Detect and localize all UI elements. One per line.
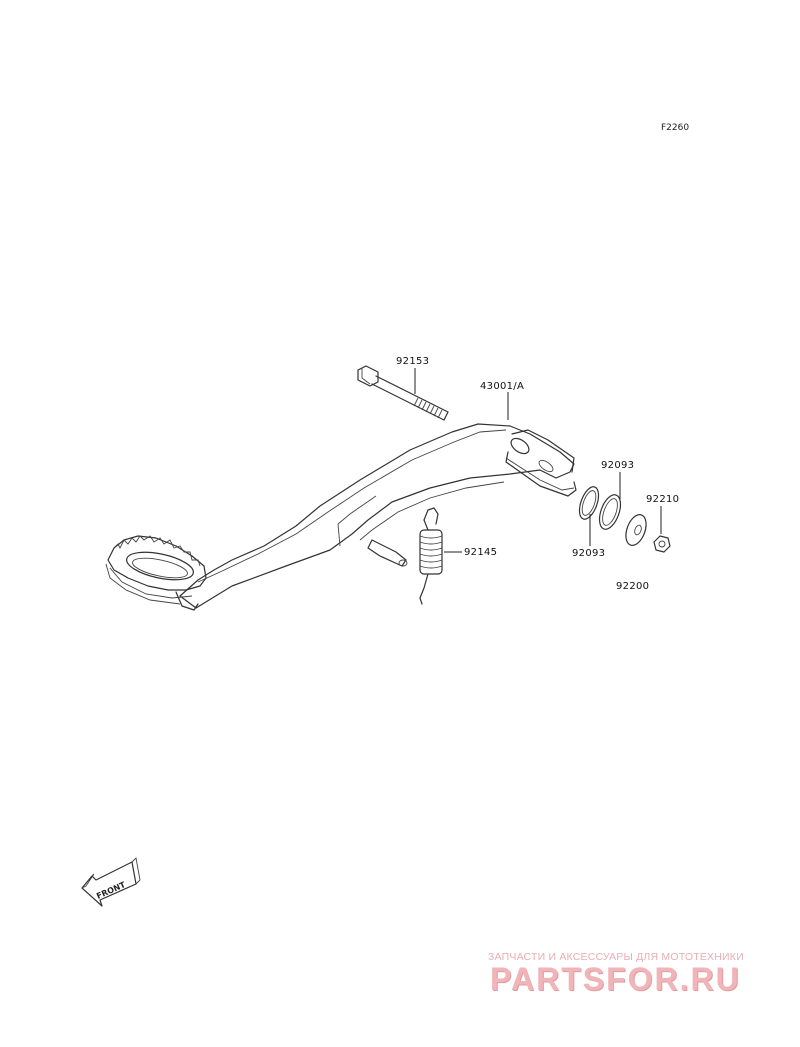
label-bolt: 92153 [396, 356, 429, 367]
label-spring: 92145 [464, 547, 497, 558]
nut-92200 [653, 535, 671, 553]
washer-92210 [625, 514, 647, 546]
oring-upper-92093 [598, 494, 622, 530]
watermark-tagline: ЗАПЧАСТИ И АКСЕССУАРЫ ДЛЯ МОТОТЕХНИКИ [488, 951, 744, 963]
label-oring-upper: 92093 [601, 460, 634, 471]
oring-lower-92093 [578, 486, 600, 520]
diagram-code: F2260 [661, 123, 689, 133]
label-nut: 92200 [616, 581, 649, 592]
leader-lines [414, 368, 662, 553]
label-washer: 92210 [646, 494, 679, 505]
label-oring-lower: 92093 [572, 548, 605, 559]
front-arrow-icon: FRONT [81, 857, 141, 907]
pedal-step [105, 535, 207, 605]
watermark-logo: PARTSFOR.RU [490, 961, 741, 997]
spring-92145 [419, 507, 443, 605]
label-pedal: 43001/A [480, 381, 524, 392]
brake-pedal [175, 423, 577, 611]
bolt-92153 [357, 365, 449, 421]
